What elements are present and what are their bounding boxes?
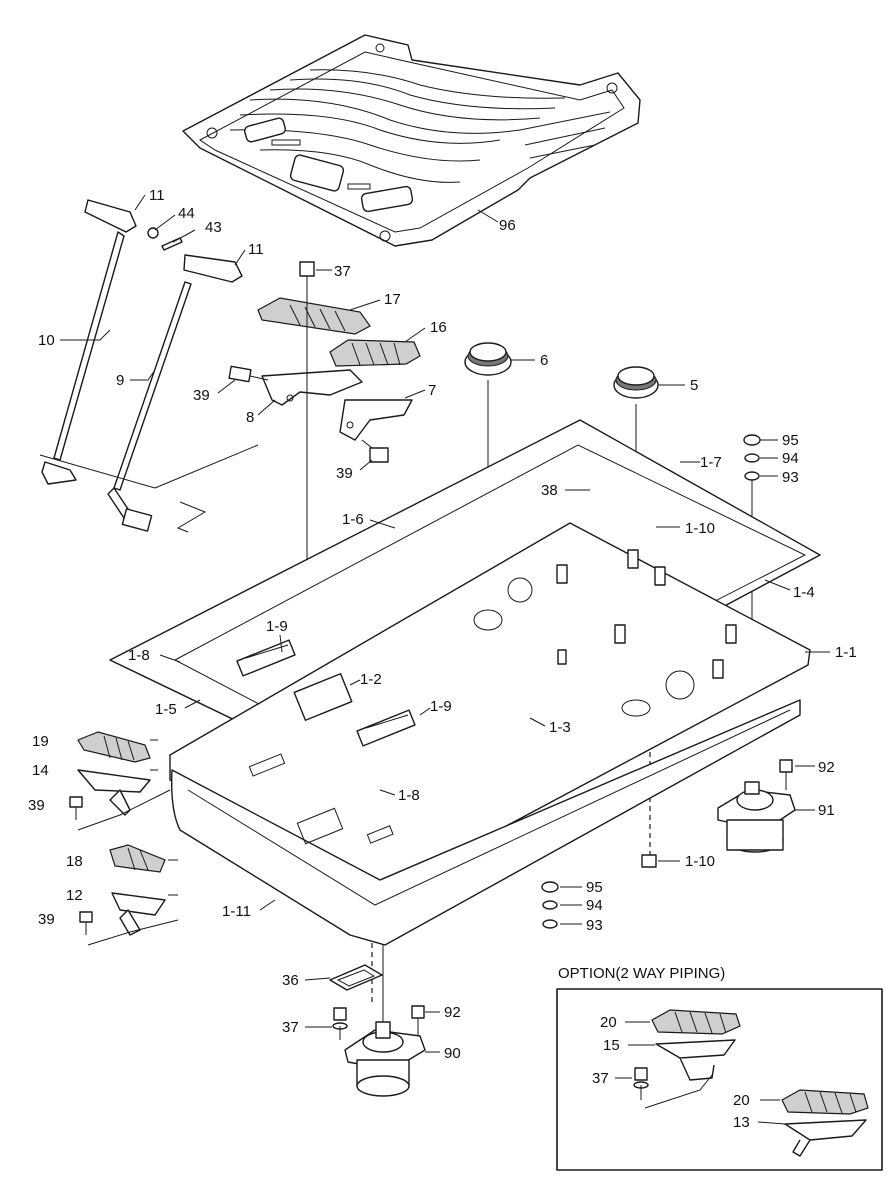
bracket-14 [77,769,151,816]
label-1-9a: 1-9 [266,618,288,635]
part-labels: 96 11 44 43 11 37 17 16 10 9 39 8 7 39 6… [28,187,857,1131]
bolt-37c [633,1067,649,1100]
under-frame [170,699,801,946]
label-39b: 39 [336,465,353,482]
label-1-10b: 1-10 [685,853,715,870]
label-39a: 39 [193,387,210,404]
label-7: 7 [428,382,436,399]
label-12: 12 [66,887,83,904]
label-1-10a: 1-10 [685,520,715,537]
label-9: 9 [116,372,124,389]
label-93b: 93 [586,917,603,934]
bracket-7 [339,399,413,441]
pedal-18 [109,844,166,873]
nut-washer-stack-a [743,434,761,481]
label-91: 91 [818,802,835,819]
label-90: 90 [444,1045,461,1062]
pedal-19 [77,731,151,763]
pedal-17 [257,297,371,335]
bolt-39a [228,365,269,383]
option-box-title: OPTION(2 WAY PIPING) [558,965,725,982]
mount-90 [344,1021,426,1097]
label-1-2: 1-2 [360,671,382,688]
label-11b: 11 [248,241,264,258]
pedal-20b [781,1089,869,1115]
label-18: 18 [66,853,83,870]
label-1-9b: 1-9 [430,698,452,715]
bolt-43 [161,237,183,251]
label-1-8a: 1-8 [128,647,150,664]
lever-9 [107,254,243,532]
label-6: 6 [540,352,548,369]
plate-36 [329,964,383,991]
label-1-6: 1-6 [342,511,364,528]
label-39c: 39 [28,797,45,814]
label-10: 10 [38,332,55,349]
label-11a: 11 [149,187,165,204]
nut-washer-stack-b [541,881,559,929]
pedal-16 [329,339,421,367]
label-1-1: 1-1 [835,644,857,661]
label-8: 8 [246,409,254,426]
label-36: 36 [282,972,299,989]
bolt-92b [411,1005,425,1036]
pedal-20a [651,1009,741,1035]
washer-44 [147,227,159,239]
lever-10 [41,199,137,485]
label-95b: 95 [586,879,603,896]
bolt-37b [332,1007,348,1040]
label-96: 96 [499,217,516,234]
floor-plate [169,522,811,891]
bracket-15 [655,1039,736,1081]
label-44: 44 [178,205,195,222]
label-1-7: 1-7 [700,454,722,471]
label-20b: 20 [733,1092,750,1109]
label-93a: 93 [782,469,799,486]
label-37c: 37 [592,1070,609,1087]
label-1-3: 1-3 [549,719,571,736]
label-37b: 37 [282,1019,299,1036]
bracket-13 [784,1119,867,1157]
label-5: 5 [690,377,698,394]
bolt-39b [361,439,389,463]
label-1-4: 1-4 [793,584,815,601]
label-39d: 39 [38,911,55,928]
mount-91 [717,781,796,853]
clip-1-10b [641,854,657,868]
label-43: 43 [205,219,222,236]
label-94b: 94 [586,897,603,914]
label-13: 13 [733,1114,750,1131]
bracket-12 [111,892,166,936]
label-1-11: 1-11 [222,903,251,920]
label-92b: 92 [444,1004,461,1021]
bolt-37a [299,261,315,290]
leader-lines [60,194,830,1053]
bolt-39d [79,911,93,935]
label-95a: 95 [782,432,799,449]
option-box: OPTION(2 WAY PIPING) [556,965,883,1171]
floor-mat [182,34,641,247]
grommet-6 [464,342,512,376]
label-20a: 20 [600,1014,617,1031]
label-1-5: 1-5 [155,701,177,718]
label-1-8b: 1-8 [398,787,420,804]
bolt-92a [779,759,793,790]
label-16: 16 [430,319,447,336]
label-37a: 37 [334,263,351,280]
label-92a: 92 [818,759,835,776]
label-17: 17 [384,291,401,308]
bolt-39c [69,796,83,820]
label-14: 14 [32,762,49,779]
grommet-5 [613,366,659,399]
label-94a: 94 [782,450,799,467]
label-19: 19 [32,733,49,750]
label-38: 38 [541,482,558,499]
label-15: 15 [603,1037,620,1054]
